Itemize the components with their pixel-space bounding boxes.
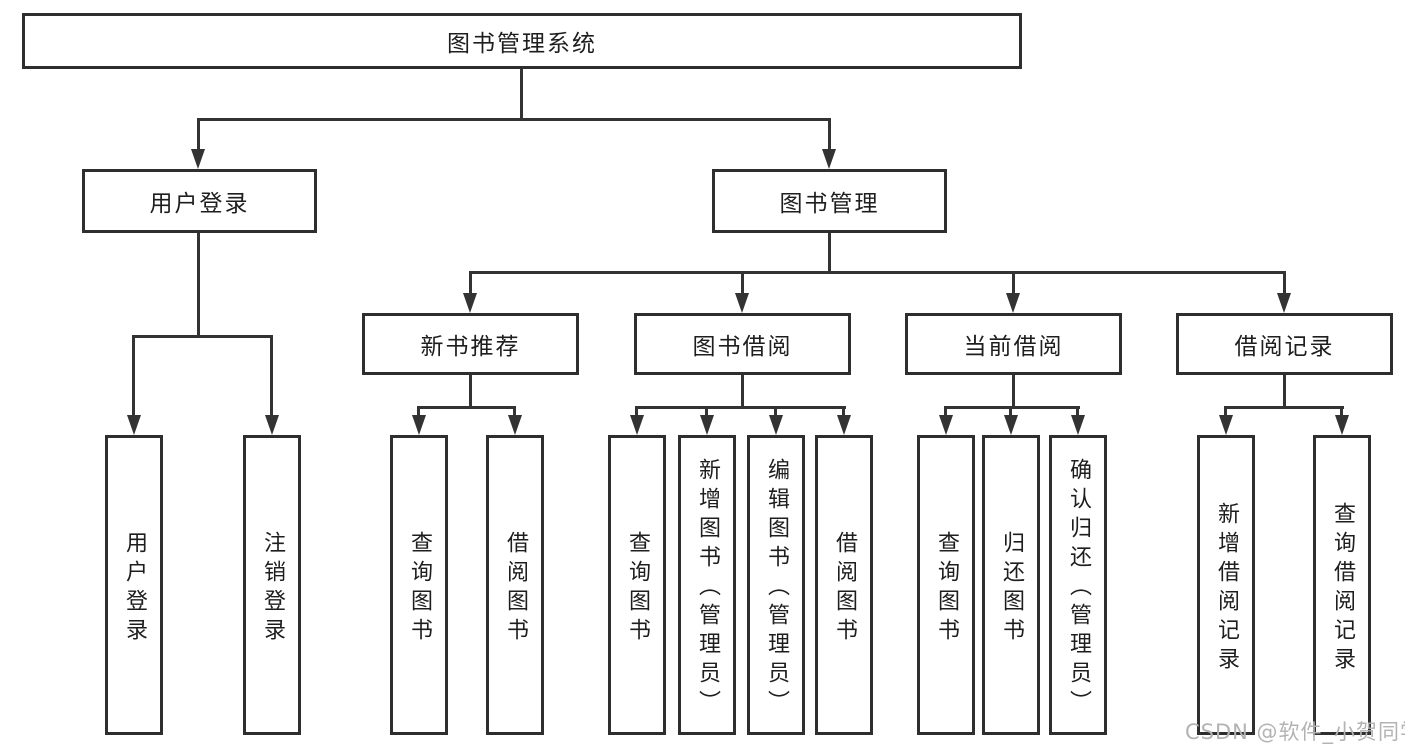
node-leaf-edit-books-admin: 编辑图书（管理员） [747, 435, 805, 735]
arrow-down-icon [1071, 415, 1085, 435]
connector-line [469, 271, 1286, 274]
arrow-down-icon [1004, 415, 1018, 435]
arrow-down-icon [463, 293, 477, 313]
arrow-down-icon [508, 415, 522, 435]
connector-line [1012, 375, 1015, 408]
connector-line [635, 406, 846, 409]
connector-line [828, 233, 831, 274]
connector-line [132, 335, 273, 338]
node-leaf-add-books-admin: 新增图书（管理员） [678, 435, 736, 735]
connector-line [1340, 409, 1343, 417]
connector-line [741, 274, 744, 293]
node-leaf-borrow-books-borrowing-label: 借阅图书 [832, 530, 857, 647]
node-book-borrowing: 图书借阅 [634, 313, 851, 375]
node-user-login-label: 用户登录 [149, 191, 250, 217]
node-leaf-add-borrow-record: 新增借阅记录 [1197, 435, 1255, 735]
connector-line [842, 409, 845, 417]
arrow-down-icon [700, 415, 714, 435]
node-system-root-label: 图书管理系统 [447, 31, 597, 57]
connector-line [469, 375, 472, 408]
arrow-down-icon [630, 415, 644, 435]
arrow-down-icon [822, 149, 836, 169]
arrow-down-icon [939, 415, 953, 435]
node-leaf-query-books-current-label: 查询图书 [934, 530, 959, 647]
connector-line [1076, 409, 1079, 417]
node-leaf-query-borrow-record-label: 查询借阅记录 [1330, 501, 1355, 676]
node-leaf-logout: 注销登录 [243, 435, 301, 735]
node-new-book-recommend-label: 新书推荐 [420, 334, 521, 360]
connector-line [270, 338, 273, 415]
arrow-down-icon [412, 415, 426, 435]
node-current-borrowing-label: 当前借阅 [963, 334, 1064, 360]
connector-line [944, 406, 1080, 409]
node-leaf-query-books-recommend: 查询图书 [390, 435, 448, 735]
connector-line [774, 409, 777, 417]
node-leaf-query-books-borrowing-label: 查询图书 [625, 530, 650, 647]
node-current-borrowing: 当前借阅 [905, 313, 1122, 375]
arrow-down-icon [1277, 293, 1291, 313]
node-leaf-logout-label: 注销登录 [260, 530, 285, 647]
csdn-watermark: CSDN @软件_小贺同学 [1185, 720, 1405, 744]
arrow-down-icon [1335, 415, 1349, 435]
node-leaf-borrow-books-recommend-label: 借阅图书 [503, 530, 528, 647]
arrow-down-icon [769, 415, 783, 435]
node-leaf-edit-books-admin-label: 编辑图书（管理员） [764, 458, 789, 719]
connector-line [1283, 375, 1286, 408]
node-book-borrowing-label: 图书借阅 [692, 334, 793, 360]
node-leaf-return-books-label: 归还图书 [999, 530, 1024, 647]
node-leaf-add-books-admin-label: 新增图书（管理员） [695, 458, 720, 719]
connector-line [635, 409, 638, 417]
node-book-management-label: 图书管理 [779, 191, 880, 217]
arrow-down-icon [837, 415, 851, 435]
node-borrowing-records-label: 借阅记录 [1234, 334, 1335, 360]
node-leaf-confirm-return-admin: 确认归还（管理员） [1049, 435, 1107, 735]
connector-line [828, 121, 831, 149]
node-leaf-confirm-return-admin-label: 确认归还（管理员） [1066, 458, 1091, 719]
node-leaf-query-books-recommend-label: 查询图书 [407, 530, 432, 647]
node-leaf-borrow-books-borrowing: 借阅图书 [815, 435, 873, 735]
node-new-book-recommend: 新书推荐 [362, 313, 579, 375]
connector-line [132, 338, 135, 415]
node-leaf-add-borrow-record-label: 新增借阅记录 [1214, 501, 1239, 676]
connector-line [197, 121, 200, 149]
arrow-down-icon [265, 415, 279, 435]
node-leaf-return-books: 归还图书 [982, 435, 1040, 735]
node-book-management: 图书管理 [712, 169, 947, 233]
arrow-down-icon [1219, 415, 1233, 435]
connector-line [520, 69, 523, 121]
arrow-down-icon [127, 415, 141, 435]
connector-line [1012, 274, 1015, 293]
connector-line [1224, 406, 1344, 409]
node-leaf-user-login-label: 用户登录 [122, 530, 147, 647]
node-system-root: 图书管理系统 [22, 13, 1022, 69]
node-user-login: 用户登录 [82, 169, 317, 233]
connector-line [197, 233, 200, 337]
connector-line [1283, 274, 1286, 293]
arrow-down-icon [191, 149, 205, 169]
connector-line [944, 409, 947, 417]
connector-line [705, 409, 708, 417]
connector-line [417, 406, 516, 409]
connector-line [741, 375, 744, 408]
node-leaf-borrow-books-recommend: 借阅图书 [486, 435, 544, 735]
connector-line [1224, 409, 1227, 417]
node-leaf-query-books-current: 查询图书 [917, 435, 975, 735]
arrow-down-icon [1006, 293, 1020, 313]
connector-line [197, 118, 831, 121]
node-leaf-query-borrow-record: 查询借阅记录 [1313, 435, 1371, 735]
node-leaf-query-books-borrowing: 查询图书 [608, 435, 666, 735]
arrow-down-icon [735, 293, 749, 313]
node-borrowing-records: 借阅记录 [1176, 313, 1393, 375]
connector-line [513, 409, 516, 417]
node-leaf-user-login: 用户登录 [105, 435, 163, 735]
connector-line [469, 274, 472, 293]
connector-line [417, 409, 420, 417]
connector-line [1009, 409, 1012, 417]
